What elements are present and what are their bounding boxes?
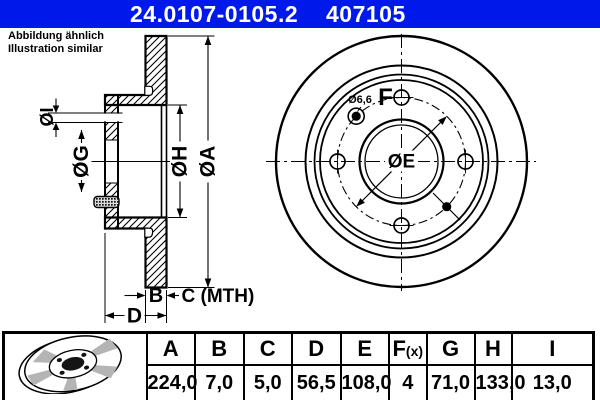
note-line-en: Illustration similar <box>8 42 103 55</box>
dimension-dia-i: ØI <box>37 98 60 137</box>
col-header-h: H <box>473 331 513 367</box>
dimension-d: D <box>104 233 167 328</box>
col-header-d: D <box>291 331 342 367</box>
bolt-holes <box>329 89 474 234</box>
front-view: ØE F Ø6,6 <box>266 34 536 291</box>
dimension-dia-e: ØE <box>356 116 447 207</box>
section-view: ØI ØG ØH <box>37 34 255 328</box>
col-header-e: E <box>339 331 390 367</box>
value-c: 5,0 <box>242 364 293 400</box>
pin-hole <box>347 106 366 125</box>
label-pin-hole: Ø6,6 <box>348 94 372 106</box>
dimension-dia-g: ØG <box>70 130 93 192</box>
wheel-stud <box>93 195 120 209</box>
dim-label-dia-a: ØA <box>197 146 220 178</box>
similarity-note: Abbildung ähnlich Illustration similar <box>8 30 104 55</box>
dimensions-table: A B C D E F(x) G H I 224,0 7,0 5,0 56,5 … <box>2 331 595 400</box>
dimension-dia-a: ØA <box>168 35 220 288</box>
dimension-dia-h: ØH <box>168 104 192 218</box>
article-number: 407105 <box>326 1 406 27</box>
value-b: 7,0 <box>194 364 245 400</box>
note-line-de: Abbildung ähnlich <box>8 30 104 42</box>
center-bore <box>358 118 445 205</box>
value-a: 224,0 <box>145 364 198 400</box>
value-h: 133,0 <box>473 364 526 400</box>
col-header-g: G <box>425 331 476 367</box>
value-i: 13,0 <box>510 364 595 400</box>
col-header-f: F(x) <box>388 331 428 367</box>
col-header-b: B <box>194 331 245 367</box>
catalog-number: 24.0107-0105.2 <box>130 1 299 27</box>
dim-label-dia-h: ØH <box>169 146 192 178</box>
col-header-c: C <box>242 331 293 367</box>
col-header-a: A <box>145 331 196 367</box>
value-g: 71,0 <box>425 364 476 400</box>
dimension-b-c: B C (MTH) <box>124 285 255 323</box>
dim-label-d: D <box>127 305 142 328</box>
col-header-i: I <box>510 331 595 367</box>
value-e: 108,0 <box>339 364 392 400</box>
dim-label-b: B <box>149 285 163 307</box>
value-f: 4 <box>388 364 428 400</box>
disc-outer-edge <box>274 34 529 289</box>
label-f: F <box>378 84 393 111</box>
dim-label-dia-e: ØE <box>388 152 415 173</box>
value-d: 56,5 <box>291 364 342 400</box>
marker-dot <box>432 192 461 221</box>
dim-label-dia-g: ØG <box>70 145 93 178</box>
disc-thumbnail <box>18 335 123 395</box>
disc-thumbnail-cell <box>2 331 148 400</box>
header-bar: 24.0107-0105.2 407105 <box>0 0 600 28</box>
dim-label-dia-i: ØI <box>37 107 57 126</box>
dim-label-c-mth: C (MTH) <box>182 286 255 307</box>
